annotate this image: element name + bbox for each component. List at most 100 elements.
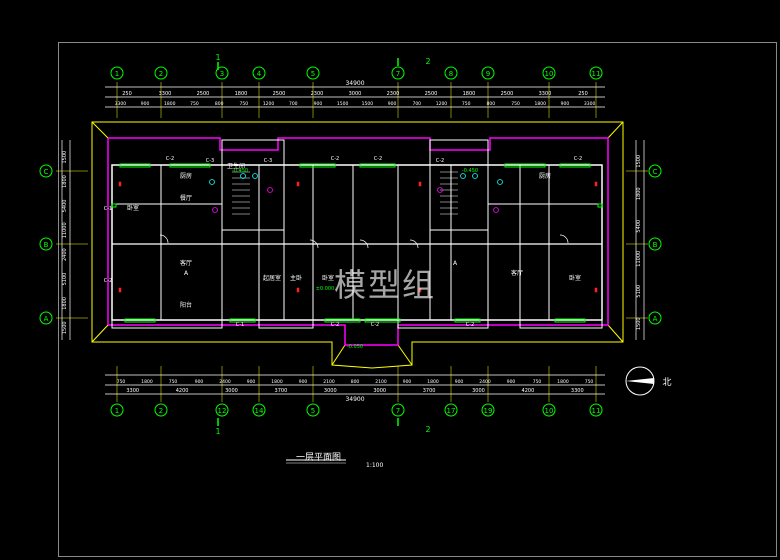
window-label: C-2 — [371, 322, 379, 328]
dim-text: 1800 — [557, 379, 569, 385]
window-label: C-2 — [331, 156, 339, 162]
dim-text: 11000 — [62, 222, 68, 238]
window — [454, 318, 481, 323]
window — [229, 318, 256, 323]
axis-label: A — [653, 315, 658, 323]
dim-text: 700 — [289, 101, 298, 107]
axis-label: 17 — [447, 407, 456, 415]
axis-label: B — [44, 241, 49, 249]
axis-bubble — [589, 66, 603, 80]
door-swing — [559, 234, 569, 244]
dim-text: 1500 — [362, 101, 374, 107]
dim-text: 750 — [169, 379, 178, 385]
axis-bubble — [215, 403, 229, 417]
room-label: 阳台 — [180, 301, 192, 309]
dim-text: 750 — [462, 101, 471, 107]
axis-label: C — [44, 168, 49, 176]
balcony — [111, 319, 223, 329]
axis-label: 4 — [257, 70, 262, 78]
roof-hip-line — [607, 121, 624, 139]
dim-text: 3000 — [349, 91, 362, 97]
column-marker — [118, 181, 122, 187]
dim-text: 2400 — [62, 248, 68, 261]
dim-text: 1800 — [427, 379, 439, 385]
eave-outline — [108, 137, 609, 346]
dim-text: 1800 — [141, 379, 153, 385]
room-label: 卧室 — [127, 204, 139, 212]
dim-text: 750 — [533, 379, 542, 385]
axis-bubble — [252, 403, 266, 417]
room-label: 卧室 — [569, 274, 581, 282]
watermark: 模型组 — [334, 266, 437, 304]
dim-text: 800 — [351, 379, 360, 385]
fixture — [472, 173, 478, 179]
axis-bubble — [391, 66, 405, 80]
dim-text: 3700 — [423, 388, 436, 394]
fixture — [240, 173, 246, 179]
dim-text: 2100 — [323, 379, 335, 385]
axis-label: C — [653, 168, 658, 176]
dim-text: 750 — [240, 101, 249, 107]
dim-text: 800 — [215, 101, 224, 107]
axis-bubble — [154, 66, 168, 80]
window — [597, 203, 603, 208]
dim-text: 3000 — [225, 388, 238, 394]
elevation-tag: -0.450 — [462, 168, 478, 174]
window — [559, 163, 591, 168]
door-swing — [359, 239, 369, 249]
column-marker — [418, 287, 422, 293]
axis-bubble — [542, 403, 556, 417]
dim-text: 2500 — [501, 91, 514, 97]
dim-text: 4200 — [176, 388, 189, 394]
axis-label: 5 — [311, 407, 315, 415]
dim-text: 2400 — [219, 379, 231, 385]
dim-text: 3300 — [571, 388, 584, 394]
axis-label: 12 — [218, 407, 227, 415]
window-label: C-2 — [466, 322, 474, 328]
dim-text: 1500 — [62, 321, 68, 334]
fixture — [252, 173, 258, 179]
balcony — [258, 319, 314, 329]
window — [554, 318, 586, 323]
roof-outline — [91, 121, 624, 369]
stair-tower — [221, 139, 285, 166]
dim-text: 2500 — [425, 91, 438, 97]
elevation-tag: -0.050 — [347, 344, 363, 350]
dim-text: 1500 — [62, 151, 68, 164]
room-label: 卫生间 — [227, 162, 245, 170]
axis-label: 8 — [449, 70, 453, 78]
axis-label: 19 — [484, 407, 493, 415]
axis-bubble — [306, 66, 320, 80]
dim-text: 900 — [195, 379, 204, 385]
axis-bubble — [444, 403, 458, 417]
dim-text: 1800 — [235, 91, 248, 97]
axis-bubble — [542, 66, 556, 80]
dim-text: 1800 — [535, 101, 547, 107]
axis-label: 2 — [159, 407, 163, 415]
dim-text: 900 — [314, 101, 323, 107]
dim-text: 1500 — [636, 317, 642, 330]
room-label: 餐厅 — [180, 194, 192, 202]
axis-bubble — [110, 66, 124, 80]
dim-text: 3300 — [115, 101, 127, 107]
window-label: C-2 — [574, 156, 582, 162]
axis-bubble — [648, 164, 662, 178]
room-label: 起居室 — [263, 274, 281, 282]
window — [124, 318, 156, 323]
fixture — [267, 187, 273, 193]
dim-text: 1200 — [263, 101, 275, 107]
dim-text: 900 — [388, 101, 397, 107]
dim-text: 700 — [412, 101, 421, 107]
axis-bubble — [648, 311, 662, 325]
fixture — [212, 207, 218, 213]
dim-text: 5100 — [62, 273, 68, 286]
dim-text: 1800 — [62, 175, 68, 188]
window — [504, 163, 546, 168]
door-swing — [409, 239, 419, 249]
dim-text: 2100 — [375, 379, 387, 385]
fixture — [209, 179, 215, 185]
dim-text: 1200 — [436, 101, 448, 107]
dim-text: 3000 — [373, 388, 386, 394]
axis-bubble — [39, 237, 53, 251]
